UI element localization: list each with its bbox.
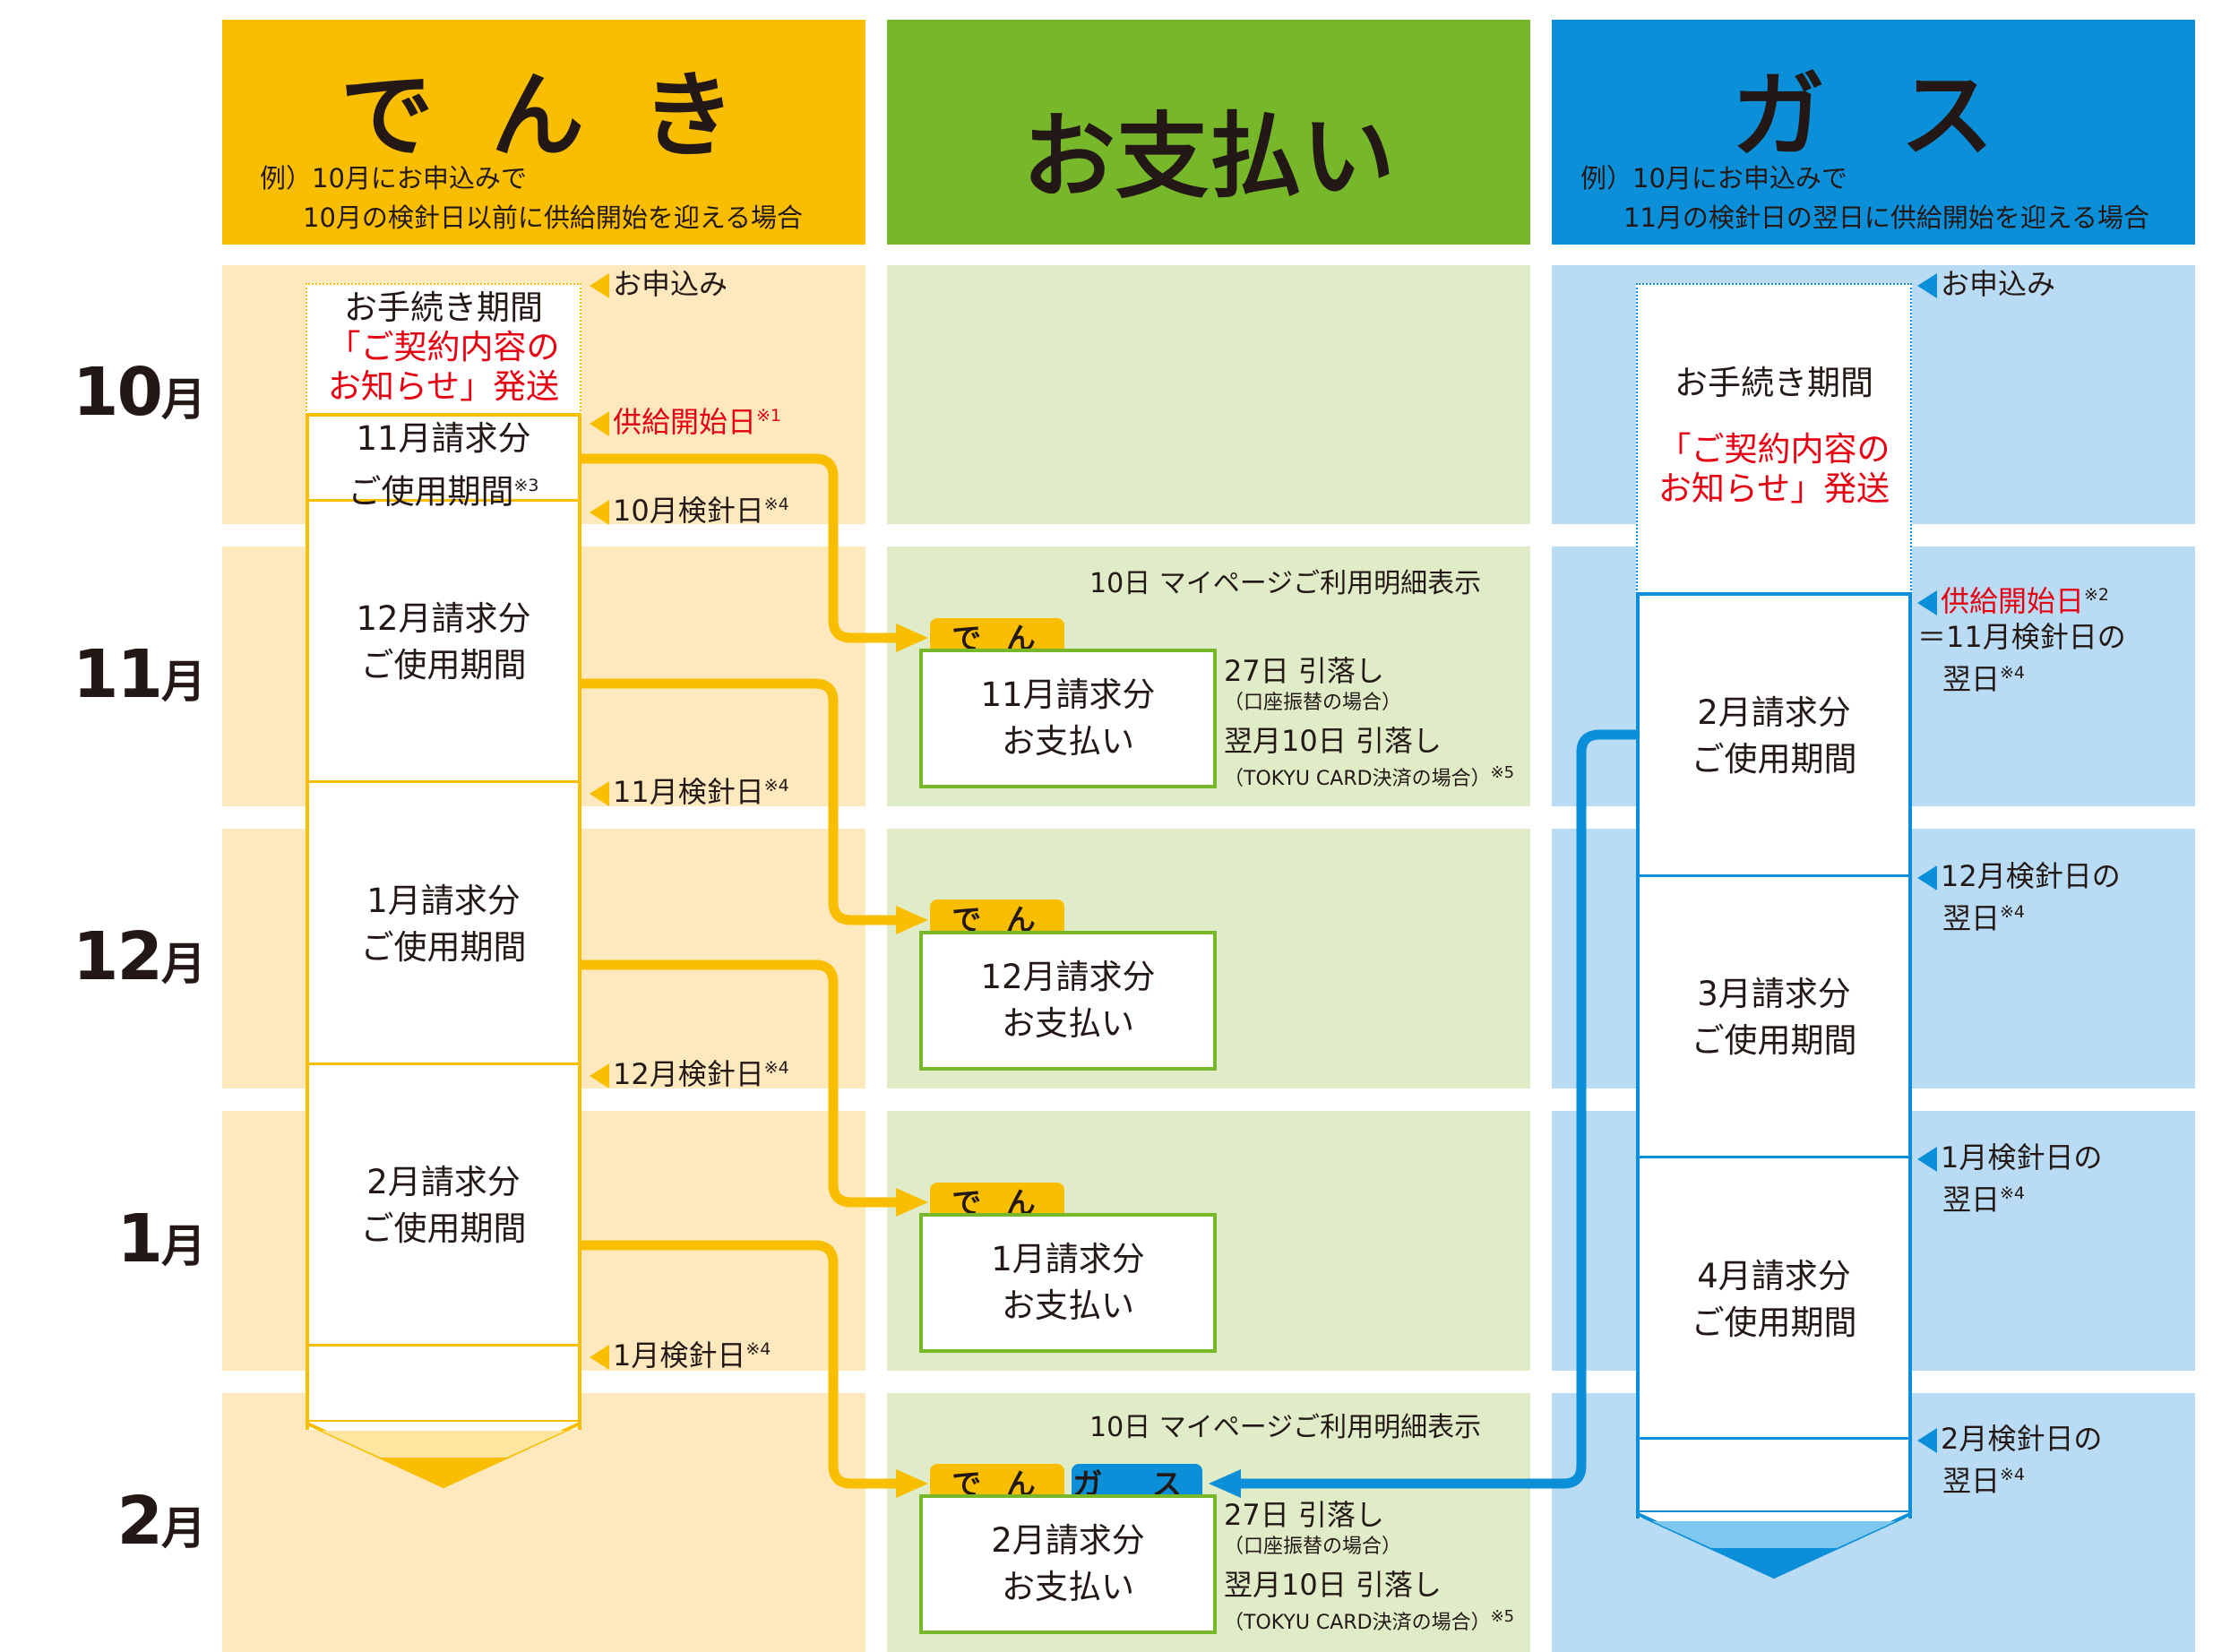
denki-usage-column xyxy=(306,413,581,1430)
arrow-denki-2 xyxy=(581,1240,900,1489)
denki-header-title: で ん き xyxy=(340,61,748,170)
payment-header: お支払い xyxy=(887,20,1530,245)
gas-marker-meter-12: 12月検針日の 翌日※4 xyxy=(1917,858,2121,936)
denki-note-line1: 例）10月にお申込みで xyxy=(260,163,527,194)
denki-header: で ん き 例）10月にお申込みで 10月の検針日以前に供給開始を迎える場合 xyxy=(222,20,865,245)
gas-header-title: ガ ス xyxy=(1731,61,2016,170)
gas-usage-column xyxy=(1636,592,1912,1519)
denki-marker-meter-10: 10月検針日※4 xyxy=(590,486,789,529)
denki-procedure-text: お手続き期間 「ご契約内容の お知らせ」発送 xyxy=(327,288,560,406)
mypage-note-nov: 10日 マイページご利用明細表示 xyxy=(1089,568,1482,599)
gas-period-4: 4月請求分ご使用期間 xyxy=(1691,1257,1857,1342)
arrow-denki-11 xyxy=(581,453,900,643)
denki-divider-3 xyxy=(306,1063,581,1065)
gas-marker-supply-start: 供給開始日※2 ＝11月検針日の 翌日※4 xyxy=(1917,584,2126,696)
arrowhead-denki-2 xyxy=(896,1469,928,1498)
gas-divider-1 xyxy=(1636,874,1912,877)
month-label-11: 11月 xyxy=(73,636,206,713)
payment-box-12: 12月請求分お支払い xyxy=(919,931,1217,1071)
arrow-gas xyxy=(1236,729,1636,1489)
denki-procedure-box xyxy=(306,283,581,415)
arrow-denki-12 xyxy=(581,678,900,925)
denki-divider-4 xyxy=(306,1344,581,1347)
denki-period-11: 11月請求分 ご使用期間※3 xyxy=(348,419,539,512)
gas-column-arrow xyxy=(1636,1510,1912,1579)
gas-procedure-text: お手続き期間 「ご契約内容の お知らせ」発送 xyxy=(1658,364,1890,508)
gas-divider-3 xyxy=(1636,1437,1912,1440)
denki-divider-1 xyxy=(306,499,581,502)
gas-note-line1: 例）10月にお申込みで xyxy=(1580,163,1847,194)
payment-box-1: 1月請求分お支払い xyxy=(919,1213,1217,1353)
arrow-denki-1 xyxy=(581,959,900,1208)
denki-marker-apply: お申込み xyxy=(590,266,728,302)
gas-period-2: 2月請求分ご使用期間 xyxy=(1691,693,1857,779)
gas-procedure-box xyxy=(1636,283,1912,594)
arrowhead-denki-1 xyxy=(896,1188,928,1217)
gas-note-line2: 11月の検針日の翌日に供給開始を迎える場合 xyxy=(1623,202,2150,233)
debit-note-feb: 27日 引落し （口座振替の場合） 翌月10日 引落し （TOKYU CARD決… xyxy=(1224,1498,1515,1634)
denki-header-note: 例）10月にお申込みで 10月の検針日以前に供給開始を迎える場合 xyxy=(260,159,803,237)
gas-marker-apply: お申込み xyxy=(1917,266,2055,302)
month-band-0-1 xyxy=(887,265,1530,524)
gas-period-3: 3月請求分ご使用期間 xyxy=(1691,975,1857,1060)
payment-box-11: 11月請求分お支払い xyxy=(919,649,1217,788)
denki-marker-meter-11: 11月検針日※4 xyxy=(590,768,789,810)
arrowhead-denki-12 xyxy=(896,906,928,934)
arrowhead-denki-11 xyxy=(896,624,928,652)
denki-period-2: 2月請求分ご使用期間 xyxy=(360,1163,527,1248)
month-label-2: 2月 xyxy=(116,1483,207,1560)
gas-marker-meter-2: 2月検針日の 翌日※4 xyxy=(1917,1421,2102,1499)
gas-marker-meter-1: 1月検針日の 翌日※4 xyxy=(1917,1140,2102,1217)
gas-header-note: 例）10月にお申込みで 11月の検針日の翌日に供給開始を迎える場合 xyxy=(1580,159,2149,237)
mypage-note-feb: 10日 マイページご利用明細表示 xyxy=(1089,1412,1482,1443)
month-label-1: 1月 xyxy=(116,1200,207,1278)
payment-header-title: お支払い xyxy=(1021,102,1395,211)
denki-column-arrow xyxy=(306,1420,581,1489)
denki-period-1: 1月請求分ご使用期間 xyxy=(360,882,527,967)
debit-note-nov: 27日 引落し （口座振替の場合） 翌月10日 引落し （TOKYU CARD決… xyxy=(1224,654,1515,790)
denki-marker-supply-start: 供給開始日※1 xyxy=(590,398,781,440)
denki-divider-2 xyxy=(306,780,581,783)
denki-period-12: 12月請求分ご使用期間 xyxy=(356,599,531,684)
denki-marker-meter-1: 1月検針日※4 xyxy=(590,1331,771,1373)
gas-divider-2 xyxy=(1636,1156,1912,1158)
denki-marker-meter-12: 12月検針日※4 xyxy=(590,1050,789,1092)
denki-note-line2: 10月の検針日以前に供給開始を迎える場合 xyxy=(303,202,804,233)
month-label-12: 12月 xyxy=(73,918,206,995)
payment-box-2: 2月請求分お支払い xyxy=(919,1494,1217,1634)
gas-header: ガ ス 例）10月にお申込みで 11月の検針日の翌日に供給開始を迎える場合 xyxy=(1552,20,2195,245)
arrowhead-gas xyxy=(1209,1469,1241,1498)
month-label-10: 10月 xyxy=(73,354,206,431)
